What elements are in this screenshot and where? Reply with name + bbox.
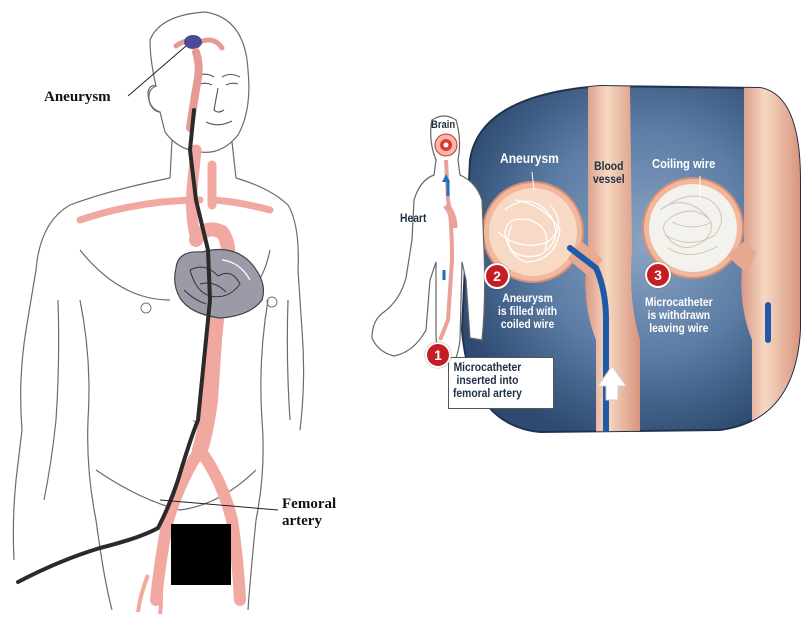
- step-2-text: Aneurysm is filled with coiled wire: [498, 292, 557, 331]
- coiling-wire-label: Coiling wire: [652, 156, 716, 171]
- femoral-artery-label: Femoral artery: [282, 496, 336, 530]
- step-3-text: Microcatheter is withdrawn leaving wire: [645, 296, 713, 335]
- heart: [174, 249, 265, 319]
- small-body-silhouette: [371, 115, 486, 365]
- blood-vessel-line1: Blood: [594, 159, 624, 173]
- step-2-line2: is filled with: [498, 304, 558, 318]
- step-1-line1: Microcatheter: [453, 360, 522, 374]
- blood-vessel-line2: vessel: [593, 172, 625, 186]
- step-2-badge: 2: [484, 263, 510, 289]
- step-1-badge: 1: [425, 342, 451, 368]
- step-1-line2: inserted into: [456, 373, 519, 387]
- catheter-path: [16, 108, 213, 584]
- inset-aneurysm-label: Aneurysm: [500, 150, 559, 166]
- body-details: [140, 296, 278, 423]
- coiled-wire-strand: [497, 199, 561, 263]
- step-2-line3: coiled wire: [500, 317, 555, 331]
- aneurysm-label: Aneurysm: [44, 89, 111, 105]
- step-3-line3: leaving wire: [649, 321, 709, 335]
- femoral-label-line2: artery: [282, 513, 322, 529]
- brain-label: Brain: [431, 119, 456, 131]
- label-pointers-left: [127, 45, 279, 511]
- step-3-line2: is withdrawn: [647, 308, 711, 322]
- coiling-procedure-inset: [460, 84, 801, 434]
- step-2-line1: Aneurysm: [502, 291, 553, 305]
- dense-coil-pattern: [659, 195, 722, 255]
- heart-label: Heart: [400, 211, 427, 225]
- censor-block: [171, 524, 231, 585]
- label-pointers-inset: [531, 171, 701, 200]
- blood-vessel-label: Blood vessel: [593, 160, 625, 186]
- human-figure-outline: [12, 11, 305, 611]
- femoral-label-line1: Femoral: [282, 496, 337, 512]
- step-3-line1: Microcatheter: [645, 295, 713, 309]
- step-3-badge: 3: [645, 262, 671, 288]
- step-1-text: Microcatheter inserted into femoral arte…: [453, 361, 522, 400]
- step-1-box: [448, 357, 554, 409]
- step-1-line3: femoral artery: [453, 386, 522, 400]
- face-features: [195, 73, 241, 126]
